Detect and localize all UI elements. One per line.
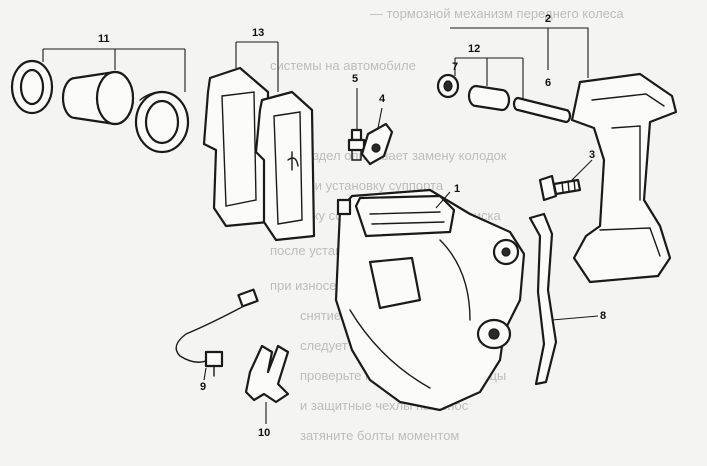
part-12-guide-pin-set: [436, 73, 572, 124]
part-9-wear-sensor: [175, 288, 259, 377]
callout-7: 7: [452, 61, 458, 73]
dust-boot-inner: [144, 99, 180, 145]
part-13-brake-pads: [202, 66, 316, 242]
callout-8: 8: [600, 310, 606, 322]
part-1-caliper-housing: [334, 188, 526, 412]
caliper-bleeder-port: [336, 198, 352, 216]
sensor-wire: [175, 305, 245, 363]
callout-10: 10: [258, 427, 270, 439]
bracket-body: [570, 72, 678, 284]
bg-line-11: затяните болты моментом: [300, 428, 459, 443]
callout-labels: 11 13 5 4 1 2 12 7 6 3 8 9 10: [98, 13, 606, 439]
callout-9: 9: [200, 381, 206, 393]
bg-line-0: — тормозной механизм переднего колеса: [370, 6, 624, 21]
callout-12: 12: [468, 43, 480, 55]
callout-1: 1: [454, 183, 460, 195]
bolt-head: [538, 174, 558, 202]
part-3-bolt: [538, 174, 582, 202]
callout-3: 3: [589, 149, 595, 161]
callout-11: 11: [98, 33, 110, 45]
leader-lines: [42, 27, 599, 424]
caliper-window: [368, 256, 422, 310]
guide-pin-boot: [467, 84, 511, 112]
callout-5: 5: [352, 73, 358, 85]
sensor-connector: [237, 288, 259, 308]
part-2-caliper-bracket: [570, 72, 678, 284]
part-6-guide-pin: [512, 96, 572, 124]
brake-pad-inner: [254, 90, 316, 242]
piston-face: [95, 70, 135, 126]
callout-6: 6: [545, 77, 551, 89]
callout-2: 2: [545, 13, 551, 25]
part-11-piston-group: [10, 59, 190, 154]
sensor-probe: [204, 350, 224, 368]
part-10-retaining-clip: [244, 344, 290, 404]
part-4-bleeder-cap: [360, 122, 394, 166]
part-8-anti-rattle-spring: [528, 212, 558, 386]
bolt-shank: [552, 178, 582, 196]
callout-4: 4: [379, 93, 386, 105]
callout-13: 13: [252, 27, 264, 39]
brake-pad-outer: [202, 66, 270, 228]
caliper-top-bridge: [354, 194, 456, 238]
bg-line-1: системы на автомобиле: [270, 58, 416, 73]
seal-ring-inner: [19, 68, 45, 106]
bg-line-2: этот раздел описывает замену колодок: [270, 148, 507, 163]
